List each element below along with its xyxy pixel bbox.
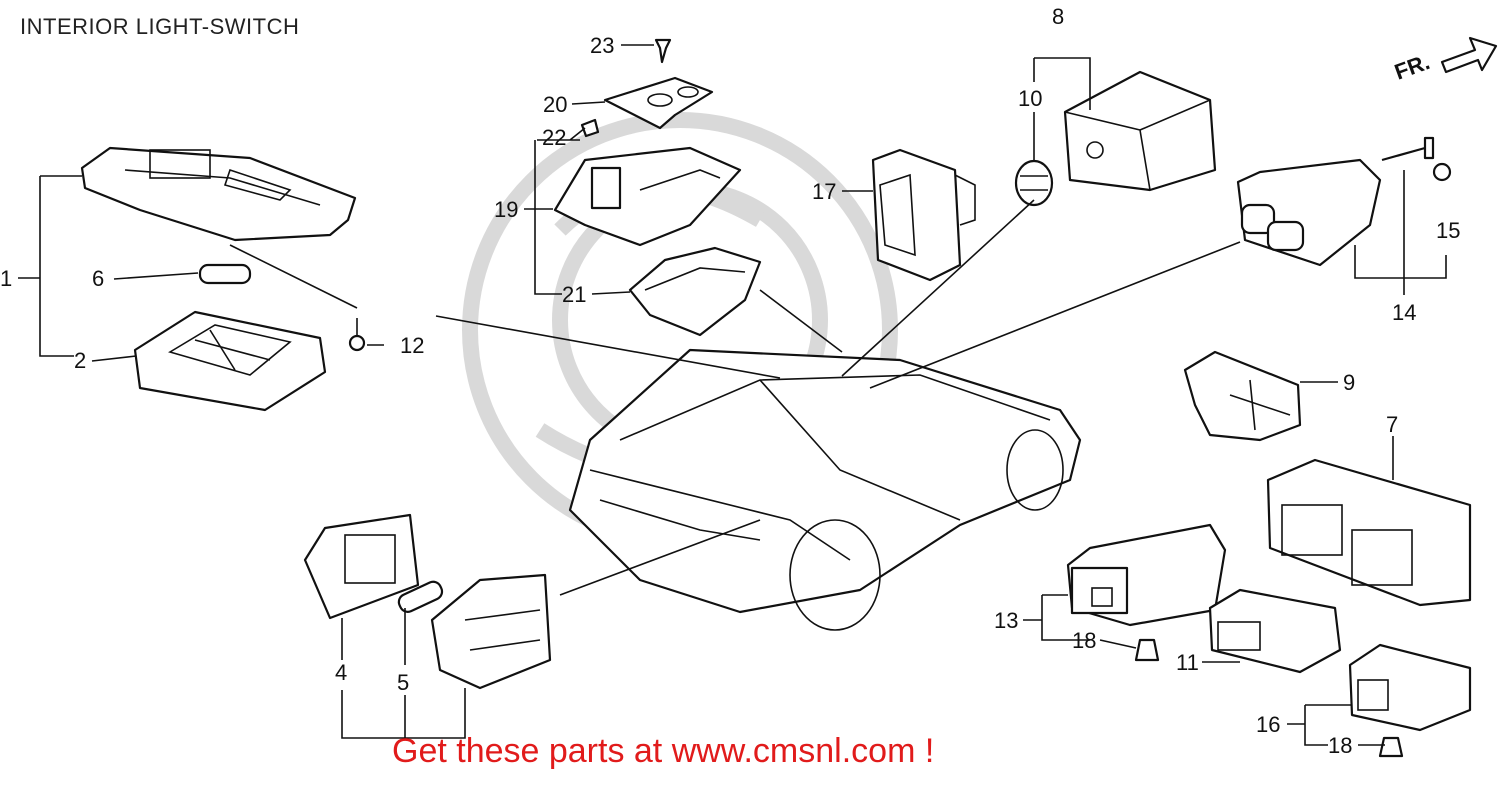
dome-light-lens	[133, 310, 327, 412]
switch-11	[1208, 588, 1342, 674]
callout-9: 9	[1343, 370, 1355, 395]
clip-22	[580, 118, 600, 138]
bulb-6	[198, 263, 252, 285]
callout-19: 19	[494, 197, 518, 222]
dome-light-base	[80, 146, 357, 242]
switch-panel-7	[1266, 458, 1472, 607]
clip-18-a	[1134, 638, 1160, 662]
screw-12	[348, 318, 366, 352]
switch-unit-8	[1063, 70, 1217, 192]
callout-23: 23	[590, 33, 614, 58]
cargo-light-lens-4	[303, 513, 420, 620]
callout-8: 8	[1052, 4, 1064, 29]
callout-7: 7	[1386, 412, 1398, 437]
callout-6: 6	[92, 266, 104, 291]
car-body	[568, 348, 1082, 631]
callout-1: 1	[0, 266, 12, 291]
callout-11: 11	[1176, 650, 1199, 675]
knob-10	[1014, 159, 1054, 207]
callout-15: 15	[1436, 218, 1460, 243]
switch-housing-19	[553, 146, 742, 247]
callout-20: 20	[543, 92, 567, 117]
switch-14	[1236, 158, 1382, 267]
cargo-light-housing	[430, 573, 552, 690]
bracket-20	[603, 76, 714, 130]
pin-15	[1381, 136, 1452, 182]
callout-4: 4	[335, 660, 347, 685]
promo-banner[interactable]: Get these parts at www.cmsnl.com !	[392, 732, 935, 770]
fr-label: FR.	[1391, 49, 1433, 85]
callout-12: 12	[400, 333, 424, 358]
callout-21: 21	[562, 282, 586, 307]
callout-2: 2	[74, 348, 86, 373]
front-direction-arrow: FR.	[1391, 36, 1498, 85]
screw-23	[654, 38, 672, 64]
callout-5: 5	[397, 670, 409, 695]
diagram-title: INTERIOR LIGHT-SWITCH	[20, 14, 300, 39]
callout-16: 16	[1256, 712, 1280, 737]
callout-17: 17	[812, 179, 836, 204]
leader-lines	[18, 44, 1447, 746]
rocker-switch-17	[871, 148, 976, 282]
callout-numbers: 1 2 4 5 6 7 8 9 10 11 12 13 14 15 16 17 …	[0, 4, 1460, 758]
switch-13	[1066, 523, 1227, 627]
switch-16	[1348, 643, 1472, 732]
callout-18-a: 18	[1072, 628, 1096, 653]
callout-22: 22	[542, 125, 566, 150]
bezel-21	[628, 246, 762, 337]
callout-18-b: 18	[1328, 733, 1352, 758]
bulb-5	[397, 580, 444, 613]
callout-13: 13	[994, 608, 1018, 633]
callout-14: 14	[1392, 300, 1416, 325]
switch-9	[1183, 350, 1302, 442]
clip-18-b	[1378, 736, 1404, 758]
callout-10: 10	[1018, 86, 1042, 111]
